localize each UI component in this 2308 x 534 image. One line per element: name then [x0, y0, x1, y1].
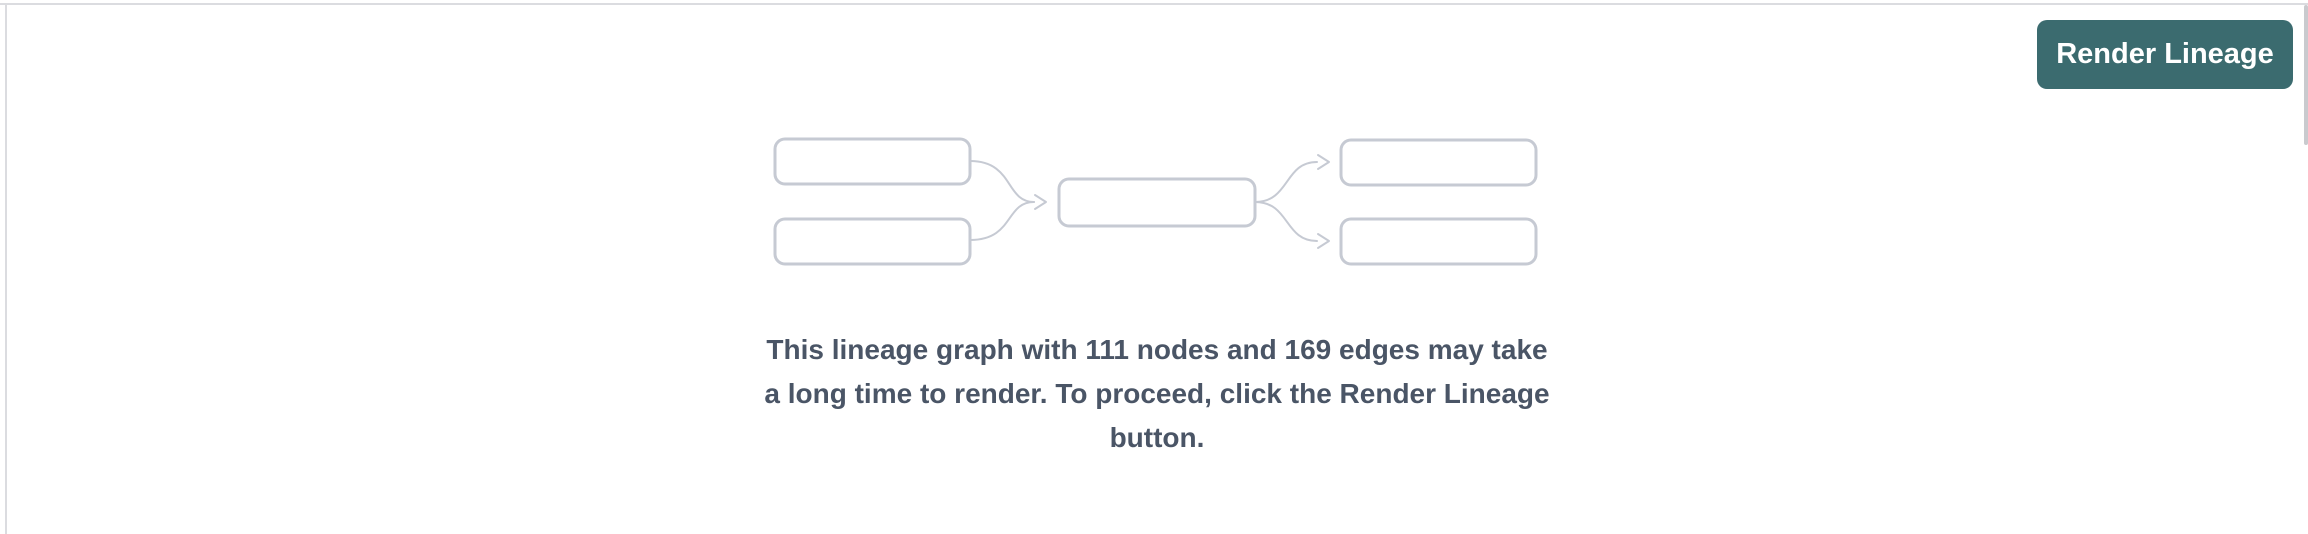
- lineage-graph-placeholder-illustration: [773, 137, 1538, 266]
- lineage-node: [773, 217, 972, 266]
- lineage-node: [1339, 217, 1538, 266]
- lineage-placeholder-content: This lineage graph with 111 nodes and 16…: [747, 136, 1567, 460]
- lineage-node: [773, 137, 972, 186]
- lineage-node: [1057, 177, 1257, 228]
- lineage-edge: [969, 160, 1035, 203]
- lineage-edge: [1254, 161, 1318, 203]
- lineage-edge: [1254, 201, 1318, 242]
- arrowhead-icon: [1317, 233, 1330, 249]
- message-line: button.: [1109, 422, 1205, 453]
- message-line: This lineage graph with 111 nodes and 16…: [766, 334, 1548, 365]
- render-lineage-button[interactable]: Render Lineage: [2037, 20, 2293, 89]
- lineage-warning-message: This lineage graph with 111 nodes and 16…: [747, 328, 1567, 460]
- lineage-edge: [969, 201, 1035, 241]
- lineage-node: [1339, 138, 1538, 187]
- vertical-scrollbar-thumb[interactable]: [2304, 5, 2308, 145]
- message-line: a long time to render. To proceed, click…: [764, 378, 1550, 409]
- arrowhead-icon: [1034, 194, 1047, 210]
- panel-left-border: [5, 3, 7, 534]
- panel-top-border: [0, 3, 2308, 5]
- arrowhead-icon: [1317, 154, 1330, 170]
